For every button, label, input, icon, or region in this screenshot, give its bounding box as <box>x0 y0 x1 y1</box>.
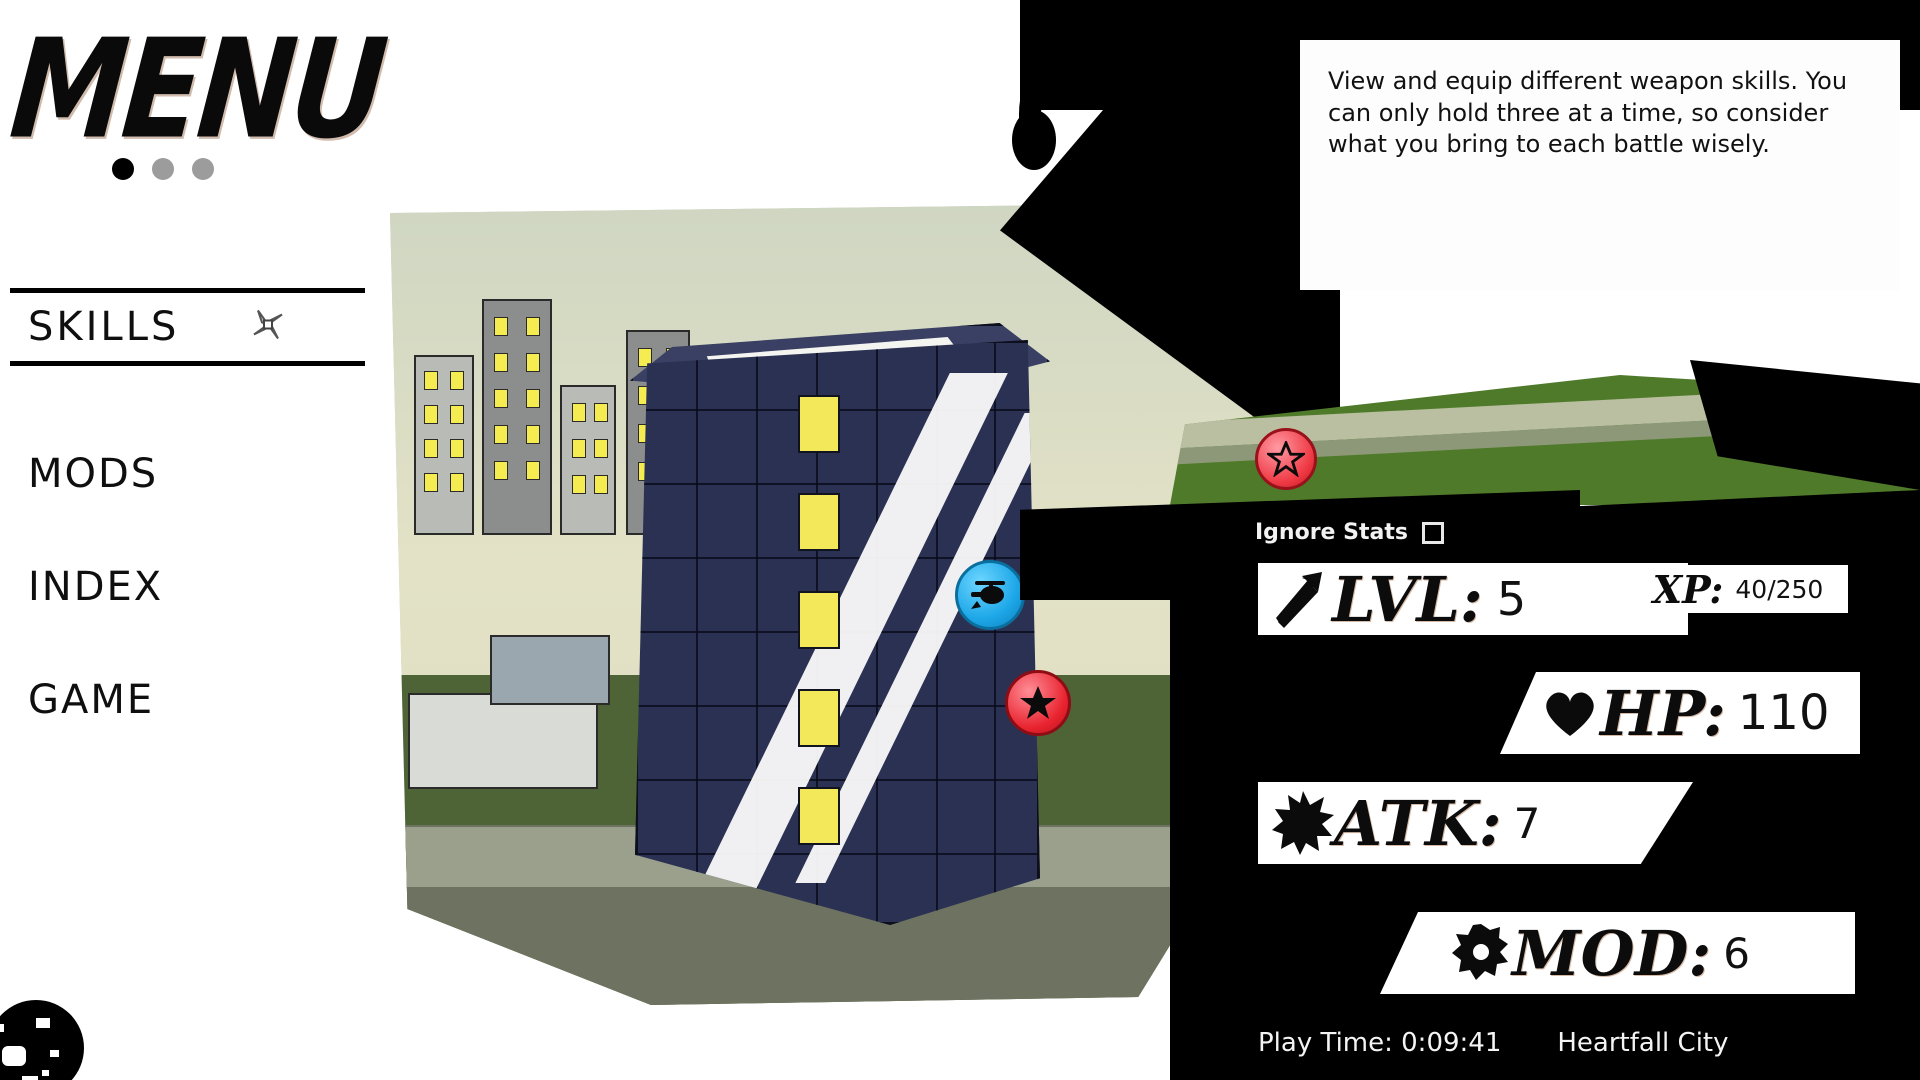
arrow-up-right-icon <box>1272 568 1332 630</box>
game-world-preview[interactable] <box>390 205 1260 1005</box>
page-indicator-dots <box>112 158 214 180</box>
helicopter-icon <box>971 581 1005 609</box>
stat-atk: ATK: 7 <box>1258 782 1693 864</box>
nav-spacer-2 <box>0 505 375 555</box>
shuriken-icon <box>245 302 291 353</box>
nav-spacer-1 <box>0 392 375 442</box>
star-icon <box>1020 686 1056 719</box>
stat-xp-value: 40/250 <box>1735 574 1824 604</box>
page-dot-2[interactable] <box>152 158 174 180</box>
nav-item-label: MODS <box>28 450 159 497</box>
low-building-2 <box>490 635 610 705</box>
stat-hp-value: 110 <box>1737 685 1830 741</box>
nav-item-label: INDEX <box>28 563 164 610</box>
page-dot-1[interactable] <box>112 158 134 180</box>
stat-hp: HP: 110 <box>1500 672 1860 754</box>
main-tower-building <box>635 340 1040 925</box>
gear-icon <box>1450 922 1512 984</box>
stat-level-key: LVL: <box>1332 562 1483 636</box>
nav-item-mods[interactable]: MODS <box>0 442 375 505</box>
scene-area <box>330 0 1330 1080</box>
main-navigation: SKILLS MODS INDEX <box>0 288 375 731</box>
nav-item-skills[interactable]: SKILLS <box>0 288 375 366</box>
play-time-label: Play Time: 0:09:41 <box>1258 1028 1502 1058</box>
stat-mod: MOD: 6 <box>1380 912 1855 994</box>
burst-icon <box>1272 791 1334 855</box>
stat-level-value: 5 <box>1496 572 1527 626</box>
tooltip-text: View and equip different weapon skills. … <box>1328 67 1848 159</box>
map-marker-helicopter[interactable] <box>955 560 1025 630</box>
heart-icon <box>1540 686 1600 740</box>
nav-item-label: GAME <box>28 676 155 723</box>
nav-item-label: SKILLS <box>28 304 180 350</box>
stat-level: LVL: 5 <box>1258 562 1688 636</box>
nav-item-game[interactable]: GAME <box>0 668 375 731</box>
nav-item-index[interactable]: INDEX <box>0 555 375 618</box>
speckled-circle-decoration <box>0 1000 84 1080</box>
stat-hp-key: HP: <box>1600 676 1726 750</box>
stat-atk-key: ATK: <box>1334 786 1502 860</box>
low-building <box>408 693 598 789</box>
stat-xp: XP: 40/250 <box>1628 565 1848 613</box>
map-marker-star-field[interactable] <box>1255 428 1317 490</box>
stat-mod-value: 6 <box>1723 928 1751 978</box>
ignore-stats-label: Ignore Stats <box>1255 520 1408 545</box>
tooltip-panel: View and equip different weapon skills. … <box>1300 40 1900 290</box>
location-label: Heartfall City <box>1557 1028 1729 1058</box>
page-dot-3[interactable] <box>192 158 214 180</box>
status-footer: Play Time: 0:09:41 Heartfall City <box>1258 1028 1729 1058</box>
ignore-stats-checkbox[interactable] <box>1421 521 1444 544</box>
stat-xp-key: XP: <box>1652 566 1724 612</box>
stat-atk-value: 7 <box>1513 798 1541 848</box>
stat-mod-key: MOD: <box>1512 916 1712 990</box>
ignore-stats-toggle[interactable]: Ignore Stats <box>1255 520 1444 545</box>
star-icon <box>1267 441 1305 477</box>
nav-spacer-3 <box>0 618 375 668</box>
map-marker-star-city[interactable] <box>1005 670 1071 736</box>
